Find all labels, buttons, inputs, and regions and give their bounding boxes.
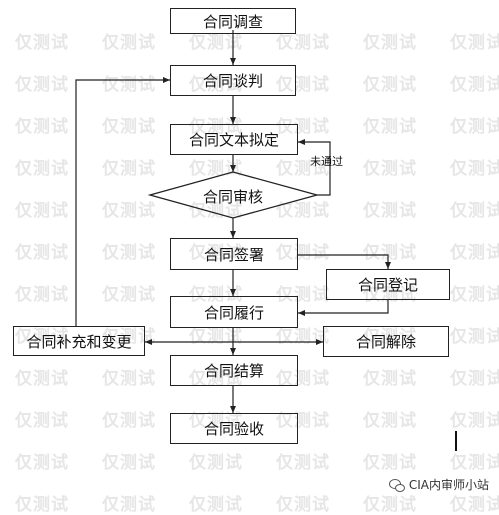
- watermark-text: 仅测试: [276, 369, 330, 389]
- watermark-text: 仅测试: [15, 33, 69, 53]
- arrow-registration-to-performance: [298, 300, 389, 316]
- arrow-signing-to-registration: [298, 254, 391, 269]
- watermark-text: 仅测试: [450, 159, 499, 179]
- watermark-text: 仅测试: [189, 243, 243, 263]
- watermark-text: 仅测试: [102, 243, 156, 263]
- watermark-text: 仅测试: [276, 243, 330, 263]
- watermark-text: 仅测试: [450, 117, 499, 137]
- watermark-text: 仅测试: [276, 285, 330, 305]
- watermark-text: 仅测试: [363, 117, 417, 137]
- step-registration: 合同登记: [326, 269, 450, 300]
- source-footer: CIA内审师小站: [388, 476, 489, 493]
- watermark-text: 仅测试: [276, 75, 330, 95]
- wechat-icon: [388, 478, 405, 492]
- watermark-text: 仅测试: [102, 495, 156, 515]
- watermark-text: 仅测试: [189, 411, 243, 431]
- watermark-text: 仅测试: [15, 285, 69, 305]
- watermark-text: 仅测试: [363, 411, 417, 431]
- watermark-text: 仅测试: [15, 411, 69, 431]
- step-termination: 合同解除: [323, 326, 449, 357]
- watermark-text: 仅测试: [450, 369, 499, 389]
- watermark-text: 仅测试: [363, 75, 417, 95]
- watermark-text: 仅测试: [363, 453, 417, 473]
- watermark-text: 仅测试: [363, 201, 417, 221]
- watermark-text: 仅测试: [450, 201, 499, 221]
- step-acceptance: 合同验收: [170, 413, 298, 444]
- watermark-text: 仅测试: [276, 201, 330, 221]
- watermark-text: 仅测试: [189, 285, 243, 305]
- watermark-text: 仅测试: [102, 411, 156, 431]
- step-negotiation: 合同谈判: [170, 65, 296, 96]
- watermark-text: 仅测试: [189, 369, 243, 389]
- watermark-text: 仅测试: [363, 33, 417, 53]
- watermark-text: 仅测试: [15, 327, 69, 347]
- step-settlement: 合同结算: [170, 355, 298, 386]
- watermark-text: 仅测试: [450, 495, 499, 515]
- watermark-text: 仅测试: [189, 117, 243, 137]
- watermark-text: 仅测试: [363, 243, 417, 263]
- watermark-text: 仅测试: [450, 243, 499, 263]
- watermark-text: 仅测试: [102, 159, 156, 179]
- watermark-text: 仅测试: [276, 495, 330, 515]
- watermark-text: 仅测试: [189, 75, 243, 95]
- vertical-mark: [455, 431, 457, 451]
- watermark-text: 仅测试: [450, 33, 499, 53]
- watermark-text: 仅测试: [189, 159, 243, 179]
- watermark-text: 仅测试: [102, 33, 156, 53]
- watermark-text: 仅测试: [189, 453, 243, 473]
- watermark-text: 仅测试: [102, 201, 156, 221]
- watermark-text: 仅测试: [15, 369, 69, 389]
- step-performance: 合同履行: [170, 296, 298, 328]
- watermark-text: 仅测试: [276, 33, 330, 53]
- watermark-text: 仅测试: [15, 453, 69, 473]
- watermark-text: 仅测试: [102, 327, 156, 347]
- watermark-text: 仅测试: [276, 117, 330, 137]
- watermark-text: 仅测试: [102, 117, 156, 137]
- watermark-text: 仅测试: [15, 243, 69, 263]
- watermark-text: 仅测试: [363, 285, 417, 305]
- arrow-review-fail-to-drafting: [298, 139, 331, 196]
- step-supplement: 合同补充和变更: [13, 326, 145, 356]
- watermark-text: 仅测试: [363, 495, 417, 515]
- watermark-text: 仅测试: [15, 495, 69, 515]
- arrow-supplement-to-negotiation: [75, 77, 170, 326]
- watermark-text: 仅测试: [450, 75, 499, 95]
- watermark-text: 仅测试: [363, 327, 417, 347]
- step-investigation: 合同调查: [170, 8, 296, 34]
- watermark-text: 仅测试: [102, 285, 156, 305]
- step-drafting: 合同文本拟定: [170, 124, 298, 155]
- watermark-text: 仅测试: [450, 327, 499, 347]
- watermark-text: 仅测试: [363, 159, 417, 179]
- watermark-text: 仅测试: [15, 117, 69, 137]
- watermark-text: 仅测试: [450, 453, 499, 473]
- watermark-text: 仅测试: [102, 453, 156, 473]
- watermark-text: 仅测试: [189, 33, 243, 53]
- watermark-text: 仅测试: [276, 159, 330, 179]
- watermark-text: 仅测试: [363, 369, 417, 389]
- watermark-text: 仅测试: [102, 369, 156, 389]
- label-not-passed: 未通过: [310, 155, 343, 168]
- watermark-text: 仅测试: [15, 201, 69, 221]
- watermark-text: 仅测试: [276, 453, 330, 473]
- step-review-label: 合同审核: [203, 188, 264, 206]
- watermark-text: 仅测试: [15, 75, 69, 95]
- step-signing: 合同签署: [170, 238, 298, 270]
- source-label: CIA内审师小站: [408, 478, 489, 492]
- watermark-text: 仅测试: [15, 159, 69, 179]
- watermark-text: 仅测试: [450, 285, 499, 305]
- watermark-text: 仅测试: [189, 495, 243, 515]
- watermark-text: 仅测试: [276, 411, 330, 431]
- watermark-text: 仅测试: [450, 411, 499, 431]
- watermark-text: 仅测试: [189, 201, 243, 221]
